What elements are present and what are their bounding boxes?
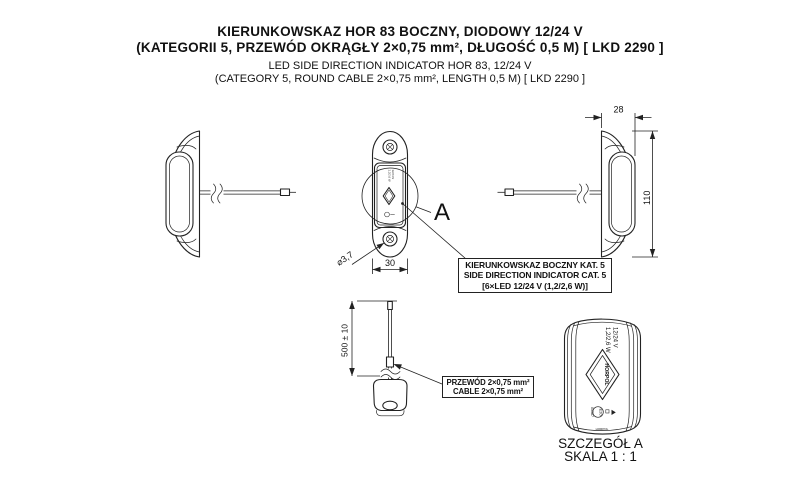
- cable-break-icon: [576, 183, 583, 204]
- front-view-markings: 12/24 V 1,2/2,6 W: [382, 170, 396, 228]
- cable-break-icon: [210, 183, 217, 204]
- arrow-glyph-icon: [611, 409, 616, 415]
- title-line-en-2: (CATEGORY 5, ROUND CABLE 2×0,75 mm², LEN…: [214, 72, 586, 85]
- detail-leader: A: [401, 199, 466, 259]
- dim-label-diameter: ⌀3,7: [335, 249, 355, 267]
- cable-callout: PRZEWÓD 2×0,75 mm² CABLE 2×0,75 mm²: [442, 376, 534, 398]
- detail-marking-power: 1,2/2,6 W: [604, 327, 610, 353]
- approval-mark-icon: [384, 211, 390, 218]
- approval-mark: E20: [599, 408, 604, 416]
- dim-label-30: 30: [385, 258, 395, 268]
- right-view-lens: [608, 151, 636, 237]
- detail-marking-brand-small: HORPOL: [596, 427, 609, 431]
- indicator-callout-line-2: SIDE DIRECTION INDICATOR CAT. 5: [463, 270, 607, 281]
- detail-lens-outline: [563, 318, 642, 435]
- brand-diamond-icon: [382, 186, 396, 206]
- left-view-lens: [165, 151, 194, 237]
- approval-marks: 05587 E20: [590, 406, 616, 418]
- detail-a-view: 12/24 V 1,2/2,6 W HORPOL 05587 E20 HORPO…: [563, 318, 642, 435]
- dimension-depth-28: 28: [585, 105, 652, 156]
- title-line-en-1: LED SIDE DIRECTION INDICATOR HOR 83, 12/…: [268, 60, 532, 72]
- title-line-pl-1: KIERUNKOWSKAZ HOR 83 BOCZNY, DIODOWY 12/…: [217, 24, 583, 39]
- top-view: 500 ± 10: [340, 300, 443, 417]
- cable-callout-leader: [393, 364, 443, 385]
- cable-exit-hole: [382, 400, 398, 411]
- detail-caption-scale: SKALA 1 : 1: [564, 449, 637, 464]
- dimension-width-30: 30: [372, 258, 408, 274]
- detail-marking-voltage: 12/24 V: [612, 327, 618, 348]
- approval-number: 05587: [590, 407, 594, 417]
- dimension-height-110: 110: [632, 130, 658, 258]
- detail-marking-brand: HORPOL: [603, 363, 609, 386]
- title-line-pl-2: (KATEGORII 5, PRZEWÓD OKRĄGŁY 2×0,75 mm²…: [136, 39, 664, 55]
- cable-callout-line-1: PRZEWÓD 2×0,75 mm²: [446, 377, 530, 387]
- e-mark-circle-icon: [592, 406, 604, 418]
- cable-callout-line-2: CABLE 2×0,75 mm²: [452, 387, 524, 396]
- top-view-cable: [380, 300, 401, 380]
- screw-top-icon: [382, 139, 398, 155]
- dim-label-cable-length: 500 ± 10: [340, 324, 350, 357]
- title-block: KIERUNKOWSKAZ HOR 83 BOCZNY, DIODOWY 12/…: [0, 24, 800, 85]
- left-side-view: [165, 130, 296, 258]
- indicator-callout-line-3: [6×LED 12/24 V (1,2/2,6 W)]: [482, 280, 588, 291]
- left-view-cable: [199, 183, 296, 204]
- front-view: 12/24 V 1,2/2,6 W: [361, 130, 419, 258]
- right-side-view: [497, 130, 636, 258]
- dim-label-28: 28: [613, 105, 623, 115]
- detail-caption-title: SZCZEGÓŁ A: [558, 436, 643, 451]
- indicator-callout-line-1: KIERUNKOWSKAZ BOCZNY KAT. 5: [465, 259, 605, 270]
- front-marking-voltage: 12/24 V: [391, 170, 395, 180]
- detail-circle: [361, 167, 419, 225]
- detail-caption: SZCZEGÓŁ A SKALA 1 : 1: [538, 436, 663, 464]
- cable-break-icon: [380, 368, 401, 375]
- front-marking-power: 1,2/2,6 W: [388, 170, 392, 182]
- detail-marker-label: A: [434, 199, 450, 226]
- dim-label-110: 110: [642, 191, 652, 205]
- brand-diamond-icon: [585, 348, 620, 401]
- indicator-callout: KIERUNKOWSKAZ BOCZNY KAT. 5 SIDE DIRECTI…: [458, 258, 612, 293]
- top-view-body: [372, 378, 408, 417]
- right-view-cable: [497, 183, 602, 204]
- screw-bottom-icon: [382, 231, 398, 247]
